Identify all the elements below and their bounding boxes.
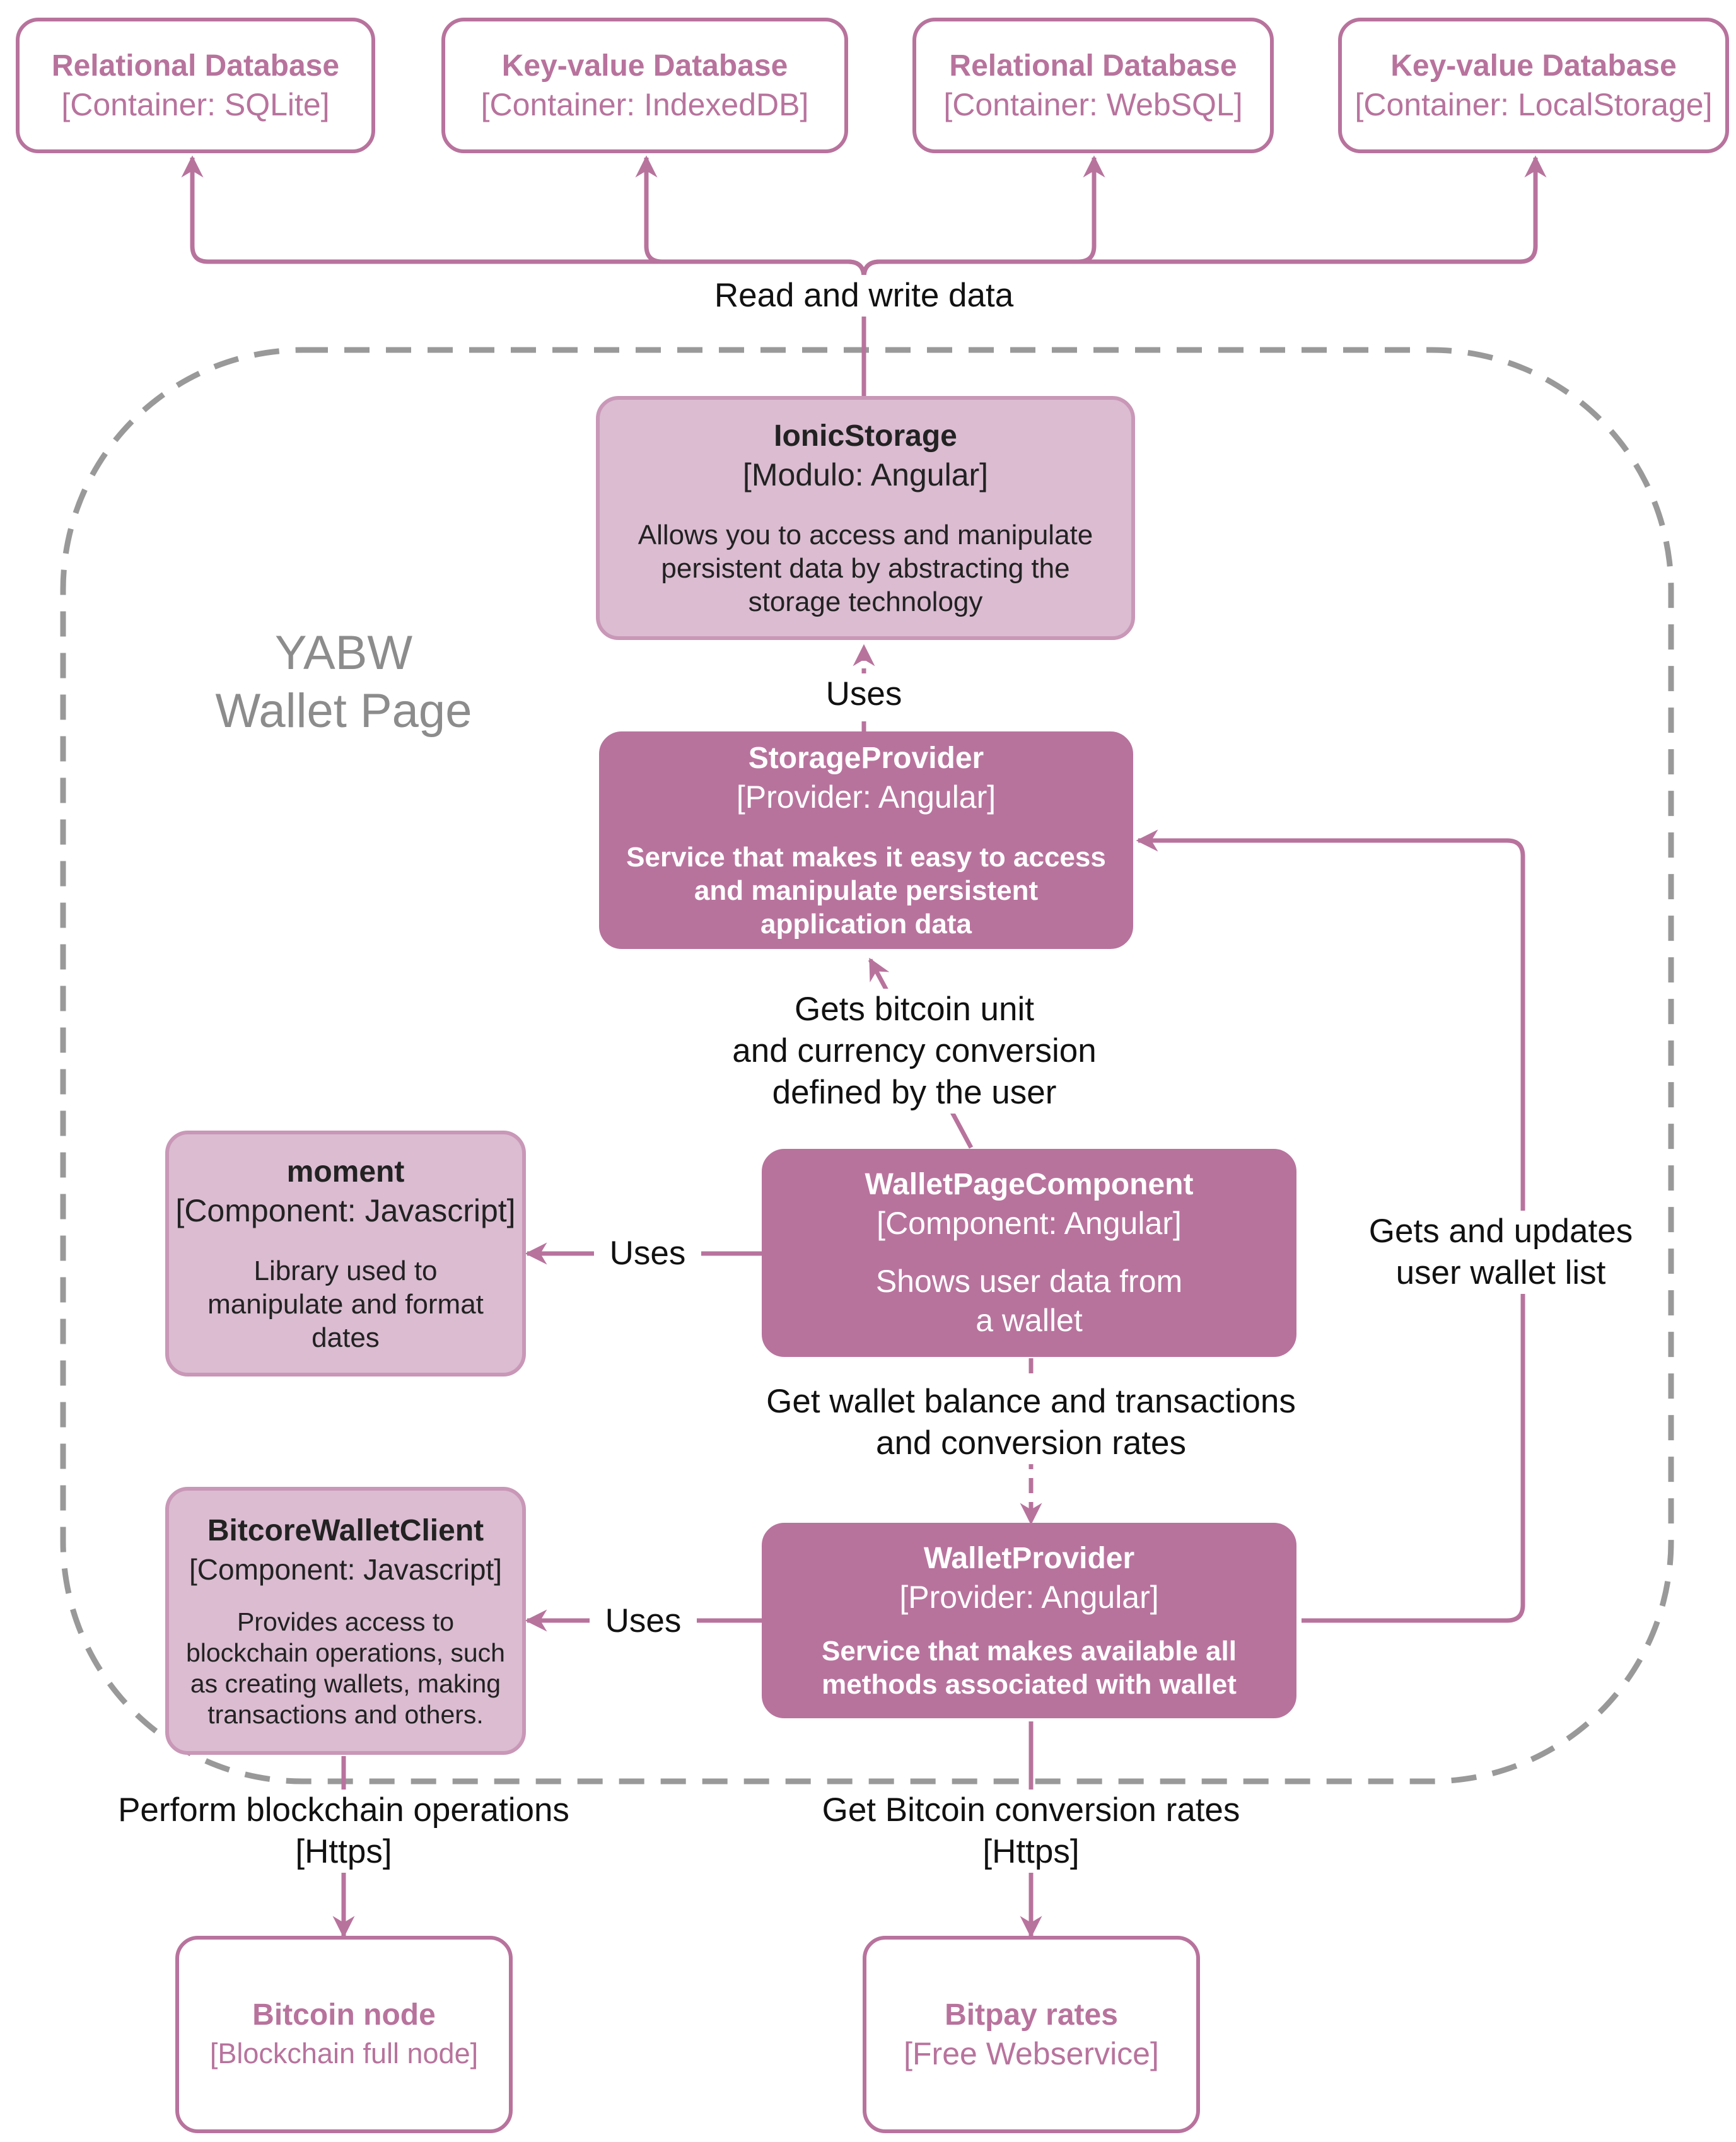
db-websql[interactable]: Relational Database [Container: WebSQL] bbox=[912, 18, 1274, 153]
edge-read-write-localstorage bbox=[861, 155, 1547, 278]
wallet-provider-name: WalletProvider bbox=[923, 1542, 1135, 1575]
edge-label-gets-wallet-list: Gets and updates user wallet list bbox=[1343, 1211, 1658, 1294]
bitpay-rates-tech: [Free Webservice] bbox=[904, 2035, 1159, 2071]
wallet-page-component-desc: Shows user data from a wallet bbox=[875, 1264, 1183, 1338]
bitcoin-node-tech: [Blockchain full node] bbox=[209, 2037, 479, 2069]
moment-library[interactable]: moment [Component: Javascript] Library u… bbox=[165, 1131, 526, 1377]
bitcore-wallet-client[interactable]: BitcoreWalletClient [Component: Javascri… bbox=[165, 1487, 526, 1755]
ionic-storage-name: IonicStorage bbox=[774, 419, 957, 453]
boundary-label: YABW Wallet Page bbox=[215, 626, 472, 738]
db-indexeddb-tech: [Container: IndexedDB] bbox=[481, 86, 809, 122]
wallet-page-component[interactable]: WalletPageComponent [Component: Angular]… bbox=[762, 1149, 1296, 1357]
edge-label-perform-blockchain: Perform blockchain operations [Https] bbox=[91, 1790, 596, 1873]
ionic-storage-desc: Allows you to access and manipulate pers… bbox=[638, 520, 1093, 617]
system-boundary bbox=[60, 347, 1674, 1784]
db-websql-name: Relational Database bbox=[949, 49, 1237, 83]
wallet-page-component-tech: [Component: Angular] bbox=[877, 1206, 1182, 1241]
storage-provider[interactable]: StorageProvider [Provider: Angular] Serv… bbox=[599, 731, 1133, 949]
edge-label-gets-unit: Gets bitcoin unit and currency conversio… bbox=[694, 989, 1135, 1114]
edge-label-uses-moment: Uses bbox=[594, 1233, 701, 1274]
edge-label-read-write: Read and write data bbox=[675, 275, 1053, 317]
bitcoin-node-name: Bitcoin node bbox=[252, 1998, 436, 2032]
db-sqlite-name: Relational Database bbox=[51, 49, 340, 83]
moment-desc: Library used to manipulate and format da… bbox=[207, 1255, 484, 1353]
db-sqlite-tech: [Container: SQLite] bbox=[61, 86, 330, 122]
bitcore-wallet-client-tech: [Component: Javascript] bbox=[189, 1552, 502, 1586]
edge-label-get-balance: Get wallet balance and transactions and … bbox=[738, 1381, 1324, 1464]
db-localstorage[interactable]: Key-value Database [Container: LocalStor… bbox=[1338, 18, 1729, 153]
wallet-page-component-name: WalletPageComponent bbox=[865, 1168, 1194, 1201]
moment-name: moment bbox=[286, 1155, 405, 1189]
bitcore-wallet-client-name: BitcoreWalletClient bbox=[207, 1513, 484, 1547]
wallet-provider[interactable]: WalletProvider [Provider: Angular] Servi… bbox=[762, 1523, 1296, 1718]
wallet-provider-desc: Service that makes available all methods… bbox=[822, 1636, 1237, 1700]
edge-label-uses-storage: Uses bbox=[801, 673, 927, 715]
bitcore-wallet-client-desc: Provides access to blockchain operations… bbox=[186, 1607, 505, 1729]
db-localstorage-tech: [Container: LocalStorage] bbox=[1354, 86, 1713, 122]
edge-label-uses-bitcore: Uses bbox=[590, 1600, 697, 1642]
edge-read-write-indexeddb bbox=[635, 155, 866, 278]
edge-label-get-rates: Get Bitcoin conversion rates [Https] bbox=[782, 1790, 1280, 1873]
storage-provider-desc: Service that makes it easy to access and… bbox=[626, 842, 1106, 940]
moment-tech: [Component: Javascript] bbox=[175, 1192, 516, 1228]
db-indexeddb[interactable]: Key-value Database [Container: IndexedDB… bbox=[441, 18, 848, 153]
storage-provider-tech: [Provider: Angular] bbox=[736, 779, 996, 815]
ionic-storage[interactable]: IonicStorage [Modulo: Angular] Allows yo… bbox=[596, 396, 1135, 640]
bitpay-rates[interactable]: Bitpay rates [Free Webservice] bbox=[863, 1936, 1200, 2133]
ionic-storage-tech: [Modulo: Angular] bbox=[742, 457, 989, 492]
db-indexeddb-name: Key-value Database bbox=[501, 49, 788, 83]
storage-provider-name: StorageProvider bbox=[748, 742, 984, 775]
bitpay-rates-name: Bitpay rates bbox=[945, 1998, 1118, 2032]
db-websql-tech: [Container: WebSQL] bbox=[943, 86, 1243, 122]
db-sqlite[interactable]: Relational Database [Container: SQLite] bbox=[16, 18, 375, 153]
db-localstorage-name: Key-value Database bbox=[1390, 49, 1677, 83]
bitcoin-node[interactable]: Bitcoin node [Blockchain full node] bbox=[175, 1936, 513, 2133]
wallet-provider-tech: [Provider: Angular] bbox=[899, 1580, 1159, 1615]
